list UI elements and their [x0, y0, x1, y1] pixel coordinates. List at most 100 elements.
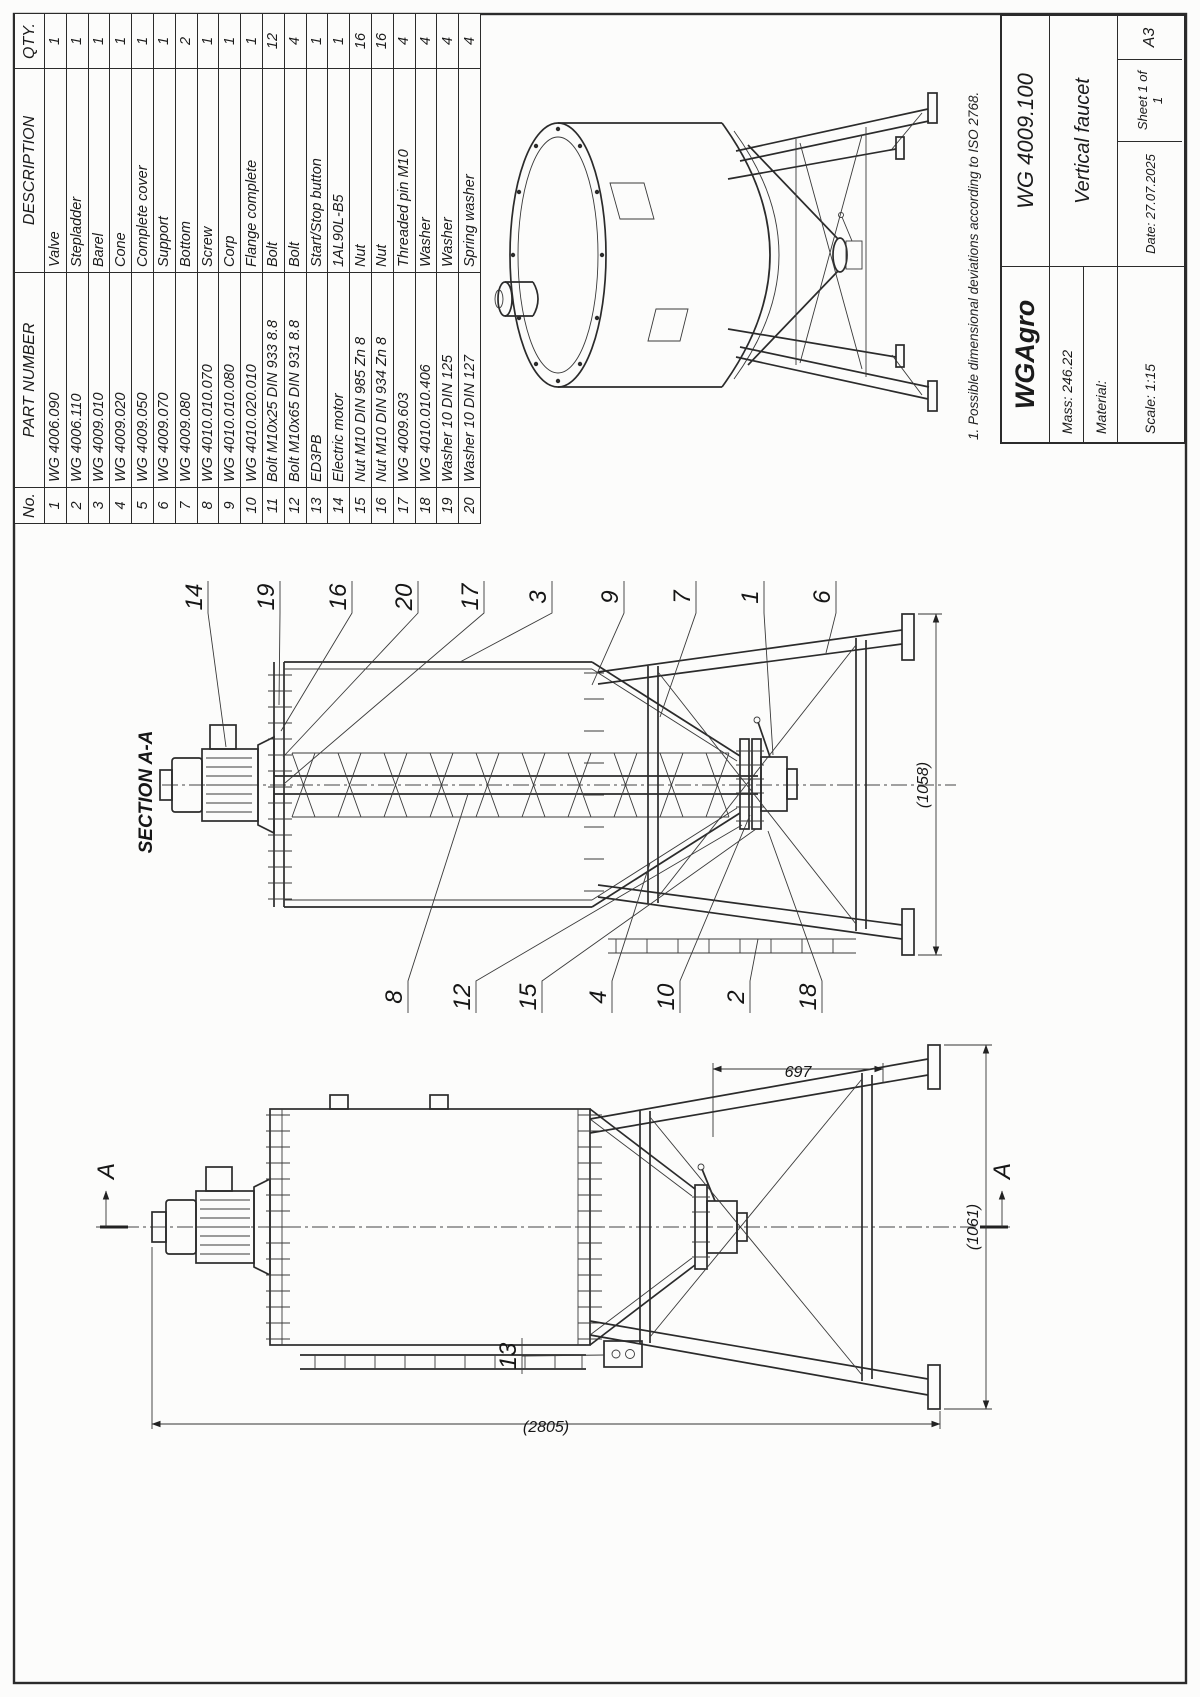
- callout-7-label: 7: [669, 589, 696, 604]
- bom-header-no: No.: [14, 487, 45, 524]
- drawing-title: Vertical faucet: [1050, 16, 1118, 266]
- bom-row: 12 Bolt M10x65 DIN 931 8.8 Bolt 4: [284, 13, 307, 524]
- callout-8-label: 8: [381, 990, 408, 1004]
- bom-row: 14 Electric motor 1AL90L-B5 1: [327, 13, 350, 524]
- bom-row: 9 WG 4010.010.080 Corp 1: [218, 13, 241, 524]
- section-callouts-left: 8 12 15 4 10 2 18: [381, 793, 823, 1013]
- bom-cell-description: 1AL90L-B5: [327, 68, 350, 273]
- bom-cell-part-number: WG 4006.090: [44, 272, 67, 488]
- callout-13-label: 13: [495, 1342, 522, 1369]
- section-marker-bottom: A: [989, 1163, 1016, 1181]
- front-view: 13 A A (2805): [93, 1044, 1016, 1436]
- dim-2805-label: (2805): [523, 1419, 569, 1436]
- title-block: WGAgro Mass: 246.22 Material: Scale: 1:1…: [1000, 14, 1186, 444]
- bom-row: 13 ED3PB Start/Stop button 1: [306, 13, 328, 524]
- callout-15-label: 15: [515, 983, 542, 1010]
- bom-cell-qty: 16: [349, 13, 372, 69]
- bom-cell-qty: 4: [284, 13, 307, 69]
- bracket-lug: [429, 1094, 449, 1110]
- callout-3-label: 3: [525, 590, 552, 604]
- section-cone: [584, 661, 741, 908]
- bom-row: 5 WG 4009.050 Complete cover 1: [131, 13, 154, 524]
- iso-barrel: [558, 122, 780, 388]
- title-block-left: WGAgro Mass: 246.22 Material: Scale: 1:1…: [1002, 266, 1184, 442]
- bom-row: 19 Washer 10 DIN 125 Washer 4: [436, 13, 459, 524]
- bom-cell-description: Washer: [415, 68, 437, 273]
- callout-13: 13: [495, 1338, 605, 1374]
- bom-cell-description: Bolt: [262, 68, 285, 273]
- bom-row: 6 WG 4009.070 Support 1: [153, 13, 176, 524]
- bom-cell-part-number: Bolt M10x25 DIN 933 8.8: [262, 272, 285, 488]
- bom-cell-part-number: WG 4009.010: [88, 272, 110, 488]
- bom-header-part-number: PART NUMBER: [14, 272, 45, 488]
- bom-cell-part-number: WG 4009.050: [131, 272, 154, 488]
- bom-cell-no: 8: [197, 487, 219, 524]
- bom-header-row: No. PART NUMBER DESCRIPTION QTY.: [14, 13, 45, 524]
- dim-1058-label: (1058): [915, 762, 932, 808]
- bom-row: 7 WG 4009.080 Bottom 2: [175, 13, 198, 524]
- bom-row: 4 WG 4009.020 Cone 1: [109, 13, 132, 524]
- dimension-outlet-height: 697: [712, 1063, 884, 1137]
- bom-cell-description: Barel: [88, 68, 110, 273]
- bom-cell-qty: 1: [66, 13, 89, 69]
- material-field: Material:: [1084, 267, 1118, 442]
- bom-cell-part-number: Bolt M10x65 DIN 931 8.8: [284, 272, 307, 488]
- bom-cell-part-number: WG 4010.020.010: [240, 272, 263, 488]
- bom-cell-part-number: WG 4010.010.406: [415, 272, 437, 488]
- bom-cell-qty: 4: [458, 13, 481, 69]
- section-label: SECTION A-A: [136, 731, 157, 854]
- section-cover: [268, 662, 292, 907]
- front-motor: [151, 1166, 271, 1277]
- bom-table: No. PART NUMBER DESCRIPTION QTY. 1 WG 40…: [14, 13, 481, 524]
- bom-cell-description: Bolt: [284, 68, 307, 273]
- bom-row: 2 WG 4006.110 Stepladder 1: [66, 13, 89, 524]
- bom-cell-part-number: WG 4009.020: [109, 272, 132, 488]
- bom-cell-no: 7: [175, 487, 198, 524]
- bom-cell-qty: 1: [218, 13, 241, 69]
- front-barrel: [266, 1094, 602, 1346]
- bom-header-description: DESCRIPTION: [14, 68, 45, 273]
- callout-18-label: 18: [795, 983, 822, 1010]
- bom-cell-description: Bottom: [175, 68, 198, 273]
- front-stand: [589, 1044, 941, 1410]
- bom-cell-qty: 1: [44, 13, 67, 69]
- bom-cell-part-number: ED3PB: [306, 272, 328, 488]
- dim-697-label: 697: [785, 1064, 813, 1081]
- section-motor: [159, 724, 275, 835]
- bom-row: 18 WG 4010.010.406 Washer 4: [415, 13, 437, 524]
- section-view: SECTION A-A: [136, 581, 956, 1013]
- callout-19-label: 19: [253, 584, 280, 611]
- bom-cell-description: Cone: [109, 68, 132, 273]
- bom-cell-part-number: Washer 10 DIN 125: [436, 272, 459, 488]
- bom-cell-no: 9: [218, 487, 241, 524]
- bom-cell-qty: 1: [306, 13, 328, 69]
- callout-10-label: 10: [653, 983, 680, 1010]
- iso-cover-bolts: [510, 126, 605, 384]
- bom-cell-description: Spring washer: [458, 68, 481, 273]
- dimension-stand-width-front: (1061): [944, 1044, 992, 1410]
- bom-cell-qty: 1: [240, 13, 263, 69]
- bom-cell-no: 13: [306, 487, 328, 524]
- bom-cell-description: Threaded pin M10: [393, 68, 416, 273]
- bom-cell-description: Support: [153, 68, 176, 273]
- callout-6-label: 6: [809, 590, 836, 604]
- front-stepladder: [300, 1354, 586, 1370]
- bom-cell-no: 2: [66, 487, 89, 524]
- bom-cell-part-number: Electric motor: [327, 272, 350, 488]
- sheet-frame: [12, 12, 1188, 1685]
- bom-cell-description: Corp: [218, 68, 241, 273]
- bom-cell-description: Washer: [436, 68, 459, 273]
- bom-cell-description: Complete cover: [131, 68, 154, 273]
- bom-cell-part-number: WG 4009.603: [393, 272, 416, 488]
- bom-cell-description: Start/Stop button: [306, 68, 328, 273]
- bom-cell-no: 6: [153, 487, 176, 524]
- title-block-right: WG 4009.100 Vertical faucet Date: 27.07.…: [1002, 16, 1184, 266]
- callout-16-label: 16: [325, 583, 352, 610]
- callout-20-label: 20: [391, 583, 418, 611]
- section-screw: [274, 752, 758, 818]
- section-outlet: [736, 716, 798, 830]
- callout-2-label: 2: [723, 990, 750, 1004]
- bom-cell-description: Valve: [44, 68, 67, 273]
